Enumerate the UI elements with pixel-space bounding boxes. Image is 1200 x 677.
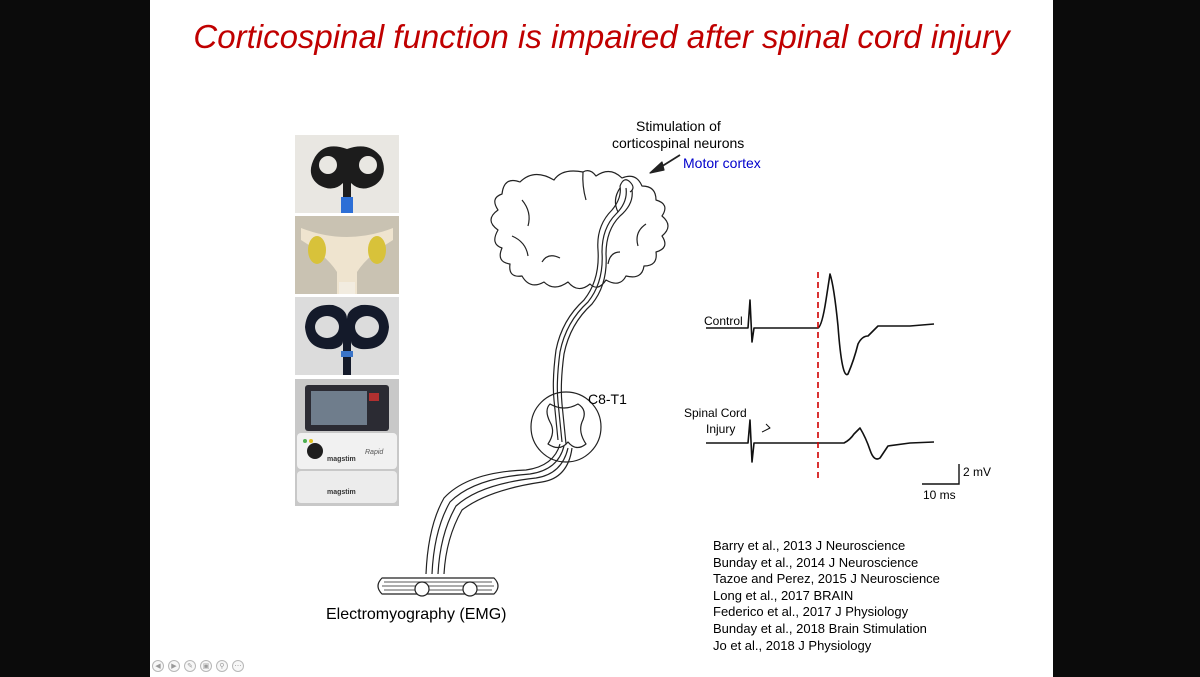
ventral-root-fibers — [443, 447, 573, 575]
slide: Corticospinal function is impaired after… — [150, 0, 1053, 677]
brain-sulcus — [607, 251, 621, 265]
emg-electrode — [462, 581, 478, 597]
double-cone-coil-photo — [295, 216, 399, 294]
sci-label-line1: Spinal Cord — [684, 406, 747, 420]
sci-label-line2: Injury — [706, 422, 736, 436]
brain-outline — [490, 170, 669, 290]
spinal-segment-label: C8-T1 — [588, 391, 627, 407]
reference-item: Barry et al., 2013 J Neuroscience — [713, 538, 906, 553]
large-figure8-coil-photo — [295, 297, 399, 375]
brain-sulcus — [636, 223, 647, 247]
reference-item: Jo et al., 2018 J Physiology — [713, 637, 872, 653]
pointer-icon[interactable]: ▣ — [200, 660, 212, 672]
brain-sulcus — [541, 255, 561, 263]
descending-tract — [552, 185, 621, 441]
reference-item: Long et al., 2017 BRAIN — [713, 587, 854, 603]
control-trace — [706, 273, 935, 376]
ventral-root-fibers — [437, 447, 569, 575]
muscle-belly — [377, 577, 499, 595]
ventral-root-fibers — [431, 445, 565, 575]
more-icon[interactable]: ⋯ — [232, 660, 244, 672]
slideshow-controls: ◀ ▶ ✎ ▣ ⚲ ⋯ — [152, 660, 244, 674]
figure8-coil-photo — [295, 135, 399, 213]
emg-electrode — [414, 581, 430, 597]
reference-item: Bunday et al., 2018 Brain Stimulation — [713, 620, 927, 636]
magstim-stimulator-photo: magstim Rapid magstim — [295, 379, 399, 506]
motor-cortex-label: Motor cortex — [683, 155, 761, 171]
stimulation-label-line2: corticospinal neurons — [612, 135, 745, 151]
stimulus-marker — [761, 423, 771, 433]
pen-icon[interactable]: ✎ — [184, 660, 196, 672]
corticospinal-pathway-diagram — [377, 154, 681, 597]
scale-amplitude-label: 2 mV — [963, 465, 992, 479]
brand-label-lower: magstim — [327, 489, 356, 496]
spinal-grey-matter — [546, 403, 587, 449]
brain-sulcus — [614, 187, 621, 213]
zoom-icon[interactable]: ⚲ — [216, 660, 228, 672]
prev-icon[interactable]: ◀ — [152, 660, 164, 672]
ventral-root-fibers — [425, 443, 561, 575]
reference-item: Tazoe and Perez, 2015 J Neuroscience — [713, 571, 940, 587]
reference-item: Bunday et al., 2014 J Neuroscience — [713, 554, 919, 570]
stimulation-label-line1: Stimulation of — [636, 118, 721, 134]
emg-label: Electromyography (EMG) — [326, 606, 507, 623]
reference-item: Federico et al., 2017 J Physiology — [713, 604, 909, 620]
scale-time-label: 10 ms — [923, 488, 956, 502]
mep-traces — [706, 272, 960, 485]
slide-title: Corticospinal function is impaired after… — [193, 18, 1010, 55]
model-label: Rapid — [365, 449, 384, 456]
references-list: Barry et al., 2013 J Neuroscience Bunday… — [713, 538, 940, 654]
scale-bar — [922, 464, 960, 485]
brain-sulcus — [511, 235, 529, 257]
brain-sulcus — [521, 199, 530, 227]
descending-tract — [556, 187, 627, 443]
brain-sulcus — [582, 171, 587, 201]
next-icon[interactable]: ▶ — [168, 660, 180, 672]
stimulated-neuron — [619, 179, 634, 193]
brand-label: magstim — [327, 456, 356, 463]
spinal-cord-section — [530, 391, 602, 463]
descending-tract — [560, 189, 633, 445]
control-label: Control — [704, 314, 743, 328]
sci-trace — [706, 419, 935, 463]
